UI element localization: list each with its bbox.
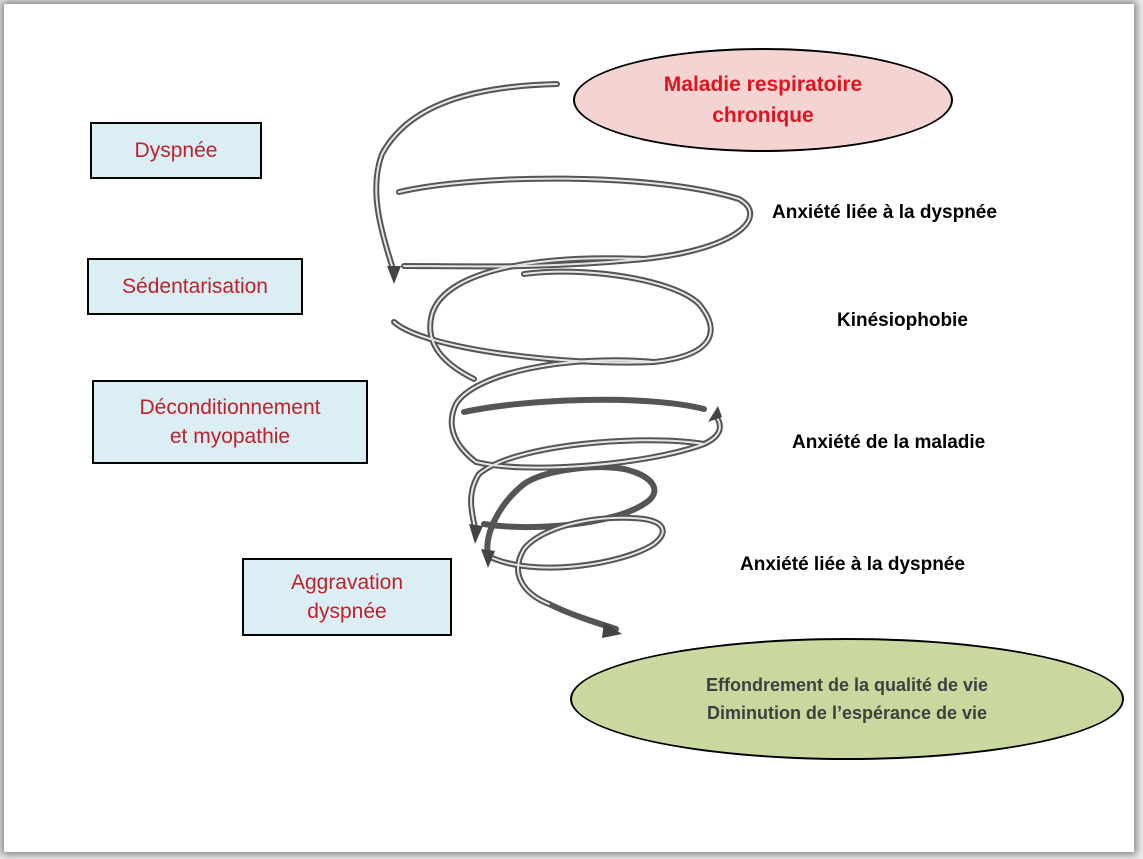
downward-spiral-arrow — [373, 81, 753, 638]
arrowhead — [481, 549, 495, 568]
arrowhead — [469, 524, 483, 544]
spiral-segment — [396, 175, 753, 270]
arrowhead — [387, 266, 401, 284]
box-dyspnea: Dyspnée — [90, 122, 262, 179]
arrowhead — [602, 622, 622, 638]
end-node-quality-of-life: Effondrement de la qualité de vie Diminu… — [570, 638, 1124, 760]
start-node-chronic-disease: Maladie respiratoire chronique — [573, 48, 953, 152]
label-dyspnea-anxiety: Anxiété liée à la dyspnée — [772, 202, 997, 223]
label-kinesiophobia: Kinésiophobie — [837, 310, 968, 331]
spiral-segment — [461, 396, 707, 415]
label-dyspnea-anxiety-2: Anxiété liée à la dyspnée — [740, 554, 965, 575]
arrowhead — [708, 406, 722, 422]
box-deconditioning: Déconditionnement et myopathie — [92, 380, 368, 464]
spiral-segment — [484, 481, 527, 559]
diagram-canvas: Maladie respiratoire chronique Dyspnée S… — [4, 4, 1134, 852]
spiral-segment — [485, 514, 666, 607]
label-disease-anxiety: Anxiété de la maladie — [792, 432, 986, 453]
box-worsening-dyspnea: Aggravation dyspnée — [242, 558, 452, 636]
box-sedentarisation: Sédentarisation — [87, 258, 303, 315]
